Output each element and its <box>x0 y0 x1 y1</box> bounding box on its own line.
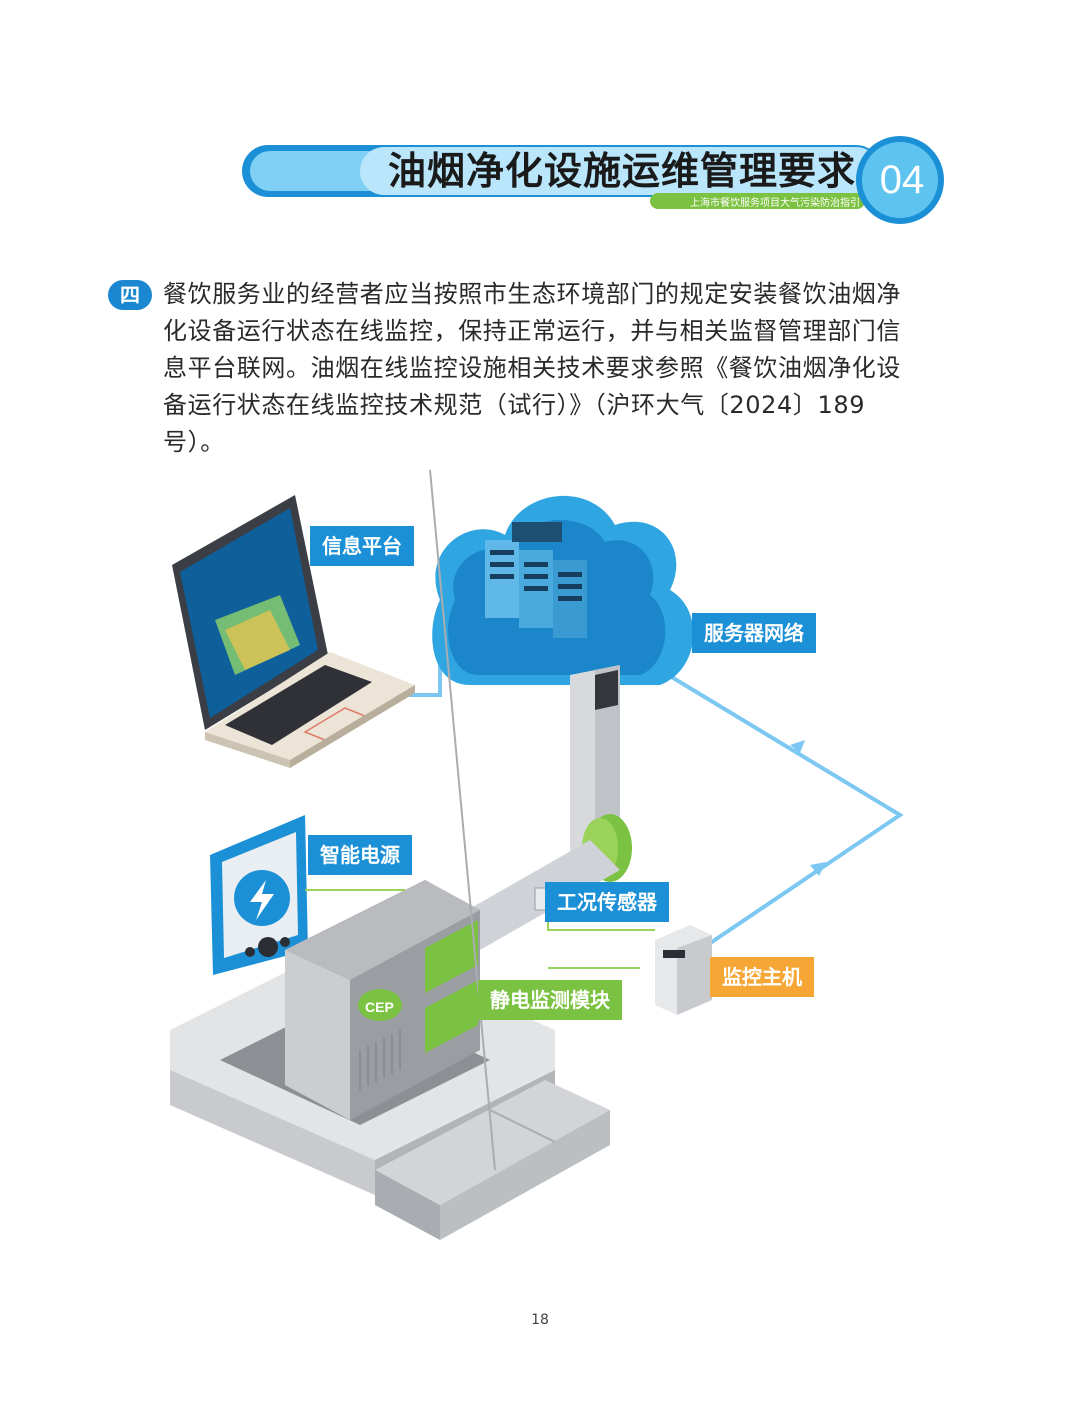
paragraph-line: 息平台联网。油烟在线监控设施相关技术要求参照《餐饮油烟净化设 <box>163 354 901 382</box>
monitoring-diagram: CEP 信息平台 服务器网络 <box>0 470 1080 1290</box>
smart-power-icon <box>210 815 308 975</box>
label-smart-power: 智能电源 <box>308 835 412 875</box>
paragraph-line: 餐饮服务业的经营者应当按照市生态环境部门的规定安装餐饮油烟净 <box>163 280 901 308</box>
label-electrostatic-module: 静电监测模块 <box>478 980 622 1020</box>
purifier-unit: CEP <box>170 880 555 1195</box>
paragraph-line: 号）。 <box>163 428 225 456</box>
label-info-platform: 信息平台 <box>310 526 414 566</box>
page-number: 18 <box>531 1312 549 1328</box>
page-title: 油烟净化设施运维管理要求 <box>388 149 857 193</box>
paragraph-line: 化设备运行状态在线监控，保持正常运行，并与相关监督管理部门信 <box>163 317 901 345</box>
header-banner <box>242 136 944 224</box>
diagram-illustration: CEP <box>170 470 904 1240</box>
cloud-server-icon <box>432 495 694 685</box>
page-header: 油烟净化设施运维管理要求 上海市餐饮服务项目大气污染防治指引 04 <box>0 0 1080 240</box>
kitchen-hoods <box>375 470 610 1240</box>
label-monitor-host: 监控主机 <box>710 957 814 997</box>
chapter-badge: 04 <box>879 158 925 202</box>
guide-subtitle: 上海市餐饮服务项目大气污染防治指引 <box>690 198 860 209</box>
section-marker: 四 <box>108 280 152 310</box>
laptop-icon <box>172 495 415 768</box>
section-paragraph: 餐饮服务业的经营者应当按照市生态环境部门的规定安装餐饮油烟净 化设备运行状态在线… <box>163 276 953 461</box>
label-server-network: 服务器网络 <box>692 613 816 653</box>
label-condition-sensor: 工况传感器 <box>545 882 669 922</box>
cep-logo: CEP <box>365 999 394 1015</box>
monitor-host-icon <box>655 925 712 1015</box>
exhaust-duct <box>450 665 632 980</box>
paragraph-line: 备运行状态在线监控技术规范（试行）》（沪环大气〔2024〕189 <box>163 391 866 419</box>
